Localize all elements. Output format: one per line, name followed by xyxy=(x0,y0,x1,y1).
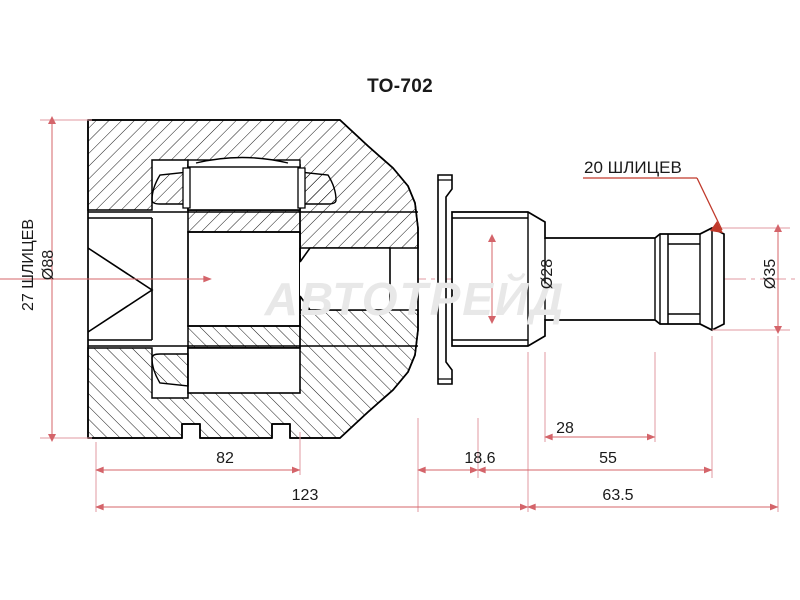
boot-groove-flange xyxy=(437,174,453,385)
dimension-label-55: 55 xyxy=(599,450,617,467)
dimension-label-123: 123 xyxy=(291,487,319,504)
spline-end-detail xyxy=(667,226,713,332)
dimension-dia-28 xyxy=(488,234,496,324)
dimension-label-82: 82 xyxy=(216,450,234,467)
label-outer-diameter: Ø35 xyxy=(762,258,779,290)
tripod-spider-assembly xyxy=(151,156,337,394)
label-inner-diameter: Ø88 xyxy=(40,249,57,281)
leader-line-20-splines xyxy=(583,177,723,233)
inner-race-bore xyxy=(299,232,391,326)
dimension-label-28: 28 xyxy=(556,420,574,437)
dimension-dia-35 xyxy=(712,224,790,334)
label-inner-splines-count: 27 ШЛИЦЕВ xyxy=(20,218,37,312)
dimension-label-18-6: 18.6 xyxy=(464,450,496,467)
label-shaft-diameter: Ø28 xyxy=(539,258,556,290)
shaft-step-lines xyxy=(452,212,701,346)
dimension-label-63-5: 63.5 xyxy=(602,487,634,504)
dimension-dia-88 xyxy=(0,116,212,442)
part-number-title: TO-702 xyxy=(367,76,433,97)
label-outer-splines-count: 20 ШЛИЦЕВ xyxy=(584,158,682,177)
output-shaft-profile xyxy=(451,211,725,347)
